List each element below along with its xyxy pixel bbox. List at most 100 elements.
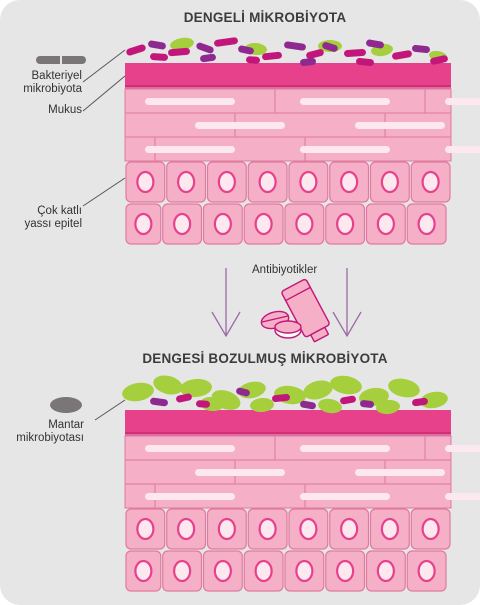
- bacteria-rod: [148, 40, 166, 50]
- bacteria-rod: [366, 39, 384, 49]
- disrupted-microbiota-layer: [122, 375, 448, 415]
- cell-nucleus: [258, 517, 277, 541]
- cell-nucleus: [299, 517, 318, 541]
- bacteria-rod: [412, 397, 428, 407]
- flat-nucleus: [355, 122, 445, 129]
- bacteria-rod: [196, 42, 214, 54]
- bacteria-rod: [430, 55, 448, 65]
- bacteria-rod: [322, 42, 338, 52]
- cell-nucleus: [134, 559, 153, 583]
- flat-nucleus: [300, 445, 390, 452]
- cell-nucleus: [213, 559, 232, 583]
- cell-nucleus: [136, 170, 155, 194]
- tissue-block-disrupted: [124, 410, 480, 592]
- cell-nucleus: [336, 212, 355, 236]
- bacteria-rod: [412, 44, 430, 54]
- flat-nucleus: [300, 98, 390, 105]
- cell-nucleus: [173, 212, 192, 236]
- flat-nucleus: [195, 122, 285, 129]
- legend-fungi-icon: [50, 397, 82, 413]
- bacteria-rod: [356, 57, 374, 67]
- cell-nucleus: [177, 170, 196, 194]
- label-fungal-microbiota: Mantar mikrobiyotası: [4, 419, 84, 445]
- bacteria-rod: [306, 49, 324, 59]
- label-fungal-line1: Mantar: [48, 419, 84, 431]
- mucus-layer: [125, 63, 451, 87]
- bacteria-rod: [300, 400, 316, 410]
- flat-nucleus: [300, 146, 390, 153]
- leader-fungi: [94, 399, 126, 421]
- bacteria-rod: [262, 51, 282, 61]
- cell-nucleus: [136, 517, 155, 541]
- cell-nucleus: [258, 170, 277, 194]
- flat-nucleus: [145, 98, 235, 105]
- down-arrow-right: [332, 268, 362, 338]
- down-arrow-left: [211, 268, 241, 338]
- fungi-cell: [318, 398, 342, 414]
- cell-nucleus: [134, 212, 153, 236]
- leader-epithelium: [82, 177, 126, 207]
- bacteria-rod: [344, 48, 366, 58]
- bacteria-rod: [176, 393, 192, 403]
- label-fungal-line2: mikrobiyotası: [16, 432, 84, 444]
- cell-nucleus: [380, 170, 399, 194]
- cell-nucleus: [254, 212, 273, 236]
- cell-nucleus: [417, 559, 436, 583]
- bacteria-rod: [360, 400, 374, 408]
- bacteria-rod: [196, 400, 210, 408]
- cell-nucleus: [336, 559, 355, 583]
- label-bacterial-line1: Bakteriyel: [31, 70, 83, 82]
- fungi-cell: [180, 378, 212, 398]
- bacteria-rod: [272, 393, 290, 403]
- leader-lines: [82, 49, 126, 421]
- cell-nucleus: [295, 559, 314, 583]
- bacteria-rod: [150, 53, 168, 61]
- cell-nucleus: [380, 517, 399, 541]
- flat-nucleus: [300, 493, 390, 500]
- mucus-shadow: [125, 432, 451, 436]
- label-mucus: Mukus: [48, 104, 82, 116]
- cell-nucleus: [217, 517, 236, 541]
- bacteria-rod: [236, 387, 250, 397]
- leader-mucus: [82, 75, 126, 112]
- flat-nucleus: [445, 493, 480, 500]
- cell-nucleus: [340, 517, 359, 541]
- fungi-cell: [250, 397, 274, 413]
- fungi-cell: [330, 375, 362, 395]
- bacteria-rod: [200, 53, 216, 63]
- cell-nucleus: [295, 212, 314, 236]
- flat-nucleus: [445, 445, 480, 452]
- cell-nucleus: [177, 517, 196, 541]
- cell-nucleus: [421, 517, 440, 541]
- label-bacterial-line2: mikrobiyota: [23, 83, 82, 95]
- cell-nucleus: [213, 212, 232, 236]
- cell-nucleus: [340, 170, 359, 194]
- fungi-cell: [122, 382, 154, 402]
- label-epithelium: Çok katlı yassı epitel: [6, 205, 82, 231]
- cell-nucleus: [417, 212, 436, 236]
- fungi-cell: [420, 391, 448, 409]
- flat-nucleus: [355, 469, 445, 476]
- bacteria-rod: [300, 58, 316, 66]
- fungi-cell: [303, 380, 333, 400]
- bacteria-rod: [340, 395, 356, 405]
- label-bacterial-microbiota: Bakteriyel mikrobiyota: [6, 70, 82, 96]
- mucus-layer: [125, 410, 451, 434]
- cell-nucleus: [173, 559, 192, 583]
- label-epithelium-line1: Çok katlı: [37, 205, 82, 217]
- title-disrupted-microbiota: DENGESİ BOZULMUŞ MİKROBİYOTA: [142, 351, 388, 366]
- bacteria-rod: [284, 41, 306, 51]
- label-epithelium-line2: yassı epitel: [24, 218, 82, 230]
- flat-nucleus: [145, 146, 235, 153]
- mucus-shadow: [125, 85, 451, 89]
- cell-nucleus: [299, 170, 318, 194]
- fungi-cell: [170, 37, 194, 51]
- bacteria-rod: [246, 56, 260, 64]
- cell-nucleus: [217, 170, 236, 194]
- title-balanced-microbiota: DENGELİ MİKROBİYOTA: [183, 10, 347, 25]
- flat-nucleus: [145, 445, 235, 452]
- fungi-cell: [388, 378, 420, 398]
- fungi-cell: [153, 375, 183, 395]
